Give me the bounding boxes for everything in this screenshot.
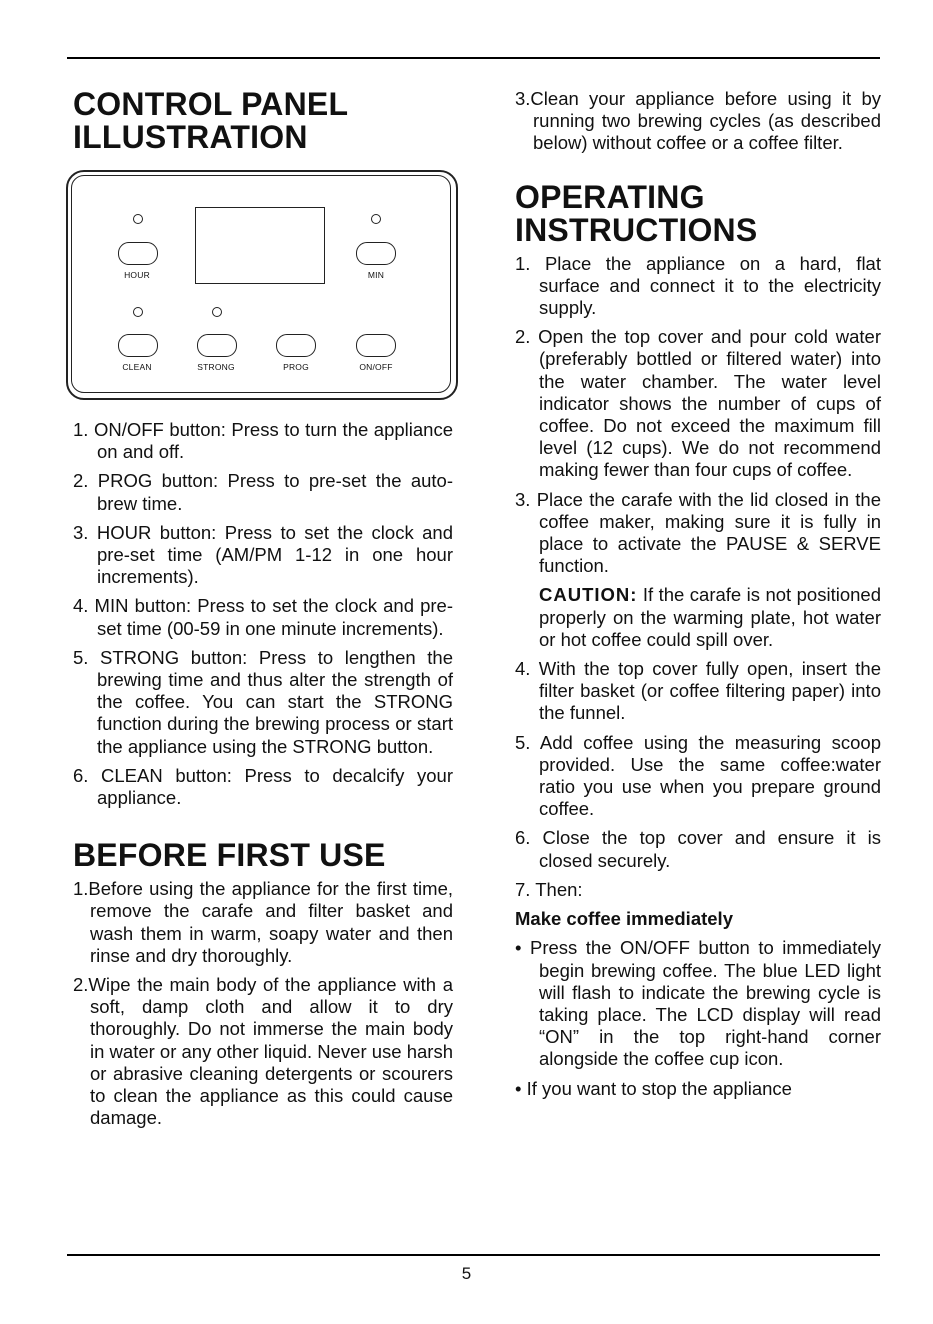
before-first-use-item: 3.Clean your appliance before using it b… [515,88,881,154]
control-item: 1. ON/OFF button: Press to turn the appl… [73,419,453,463]
operating-step: 5. Add coffee using the measuring scoop … [515,731,881,820]
control-item: 2. PROG button: Press to pre-set the aut… [73,470,453,514]
control-item: 6. CLEAN button: Press to decalcify your… [73,764,453,809]
top-rule [67,57,880,59]
before-first-use-item: 1.Before using the appliance for the fir… [73,878,453,966]
min-led-indicator [371,214,381,224]
operating-instructions-title: OPERATING INSTRUCTIONS [515,178,758,248]
hour-button [118,242,158,265]
clean-label: CLEAN [122,362,152,372]
bullet-item: • If you want to stop the appliance [515,1077,792,1099]
prog-label: PROG [283,362,309,372]
caution-text: If the carafe is not positioned properly… [539,584,881,650]
clean-button [118,334,158,357]
make-coffee-subheading: Make coffee immediately [515,908,733,930]
min-button [356,242,396,265]
before-first-use-item: 2.Wipe the main body of the appliance wi… [73,974,453,1129]
control-panel-title: CONTROL PANEL ILLUSTRATION [73,86,348,155]
strong-label: STRONG [197,362,235,372]
page-number: 5 [461,1264,472,1283]
operating-step: 2. Open the top cover and pour cold wate… [515,326,881,481]
control-item: 3. HOUR button: Press to set the clock a… [73,521,453,588]
bullet-item: • Press the ON/OFF button to immediately… [515,937,881,1070]
hour-label: HOUR [124,270,150,280]
control-item: 5. STRONG button: Press to lengthen the … [73,646,453,757]
min-label: MIN [367,270,385,280]
operating-step: 1. Place the appliance on a hard, flat s… [515,252,881,319]
clean-led-indicator [133,307,143,317]
prog-button [276,334,316,357]
control-item: 4. MIN button: Press to set the clock an… [73,595,453,639]
operating-step: 3. Place the carafe with the lid closed … [515,488,881,577]
bottom-rule [67,1254,880,1256]
strong-led-indicator [212,307,222,317]
strong-button [197,334,237,357]
caution-note: CAUTION: If the carafe is not positioned… [515,584,881,651]
left-column: CONTROL PANEL ILLUSTRATION HOUR MIN CLEA… [66,86,458,1136]
right-column: 3.Clean your appliance before using it b… [515,88,881,1107]
onoff-label: ON/OFF [359,362,393,372]
operating-step: 6. Close the top cover and ensure it is … [515,827,881,871]
hour-led-indicator [133,214,143,224]
operating-step-7: 7. Then: [515,878,583,900]
panel-inner-frame [71,175,451,393]
caution-label: CAUTION: [539,584,638,606]
before-first-use-title: BEFORE FIRST USE [73,837,386,874]
lcd-display [195,207,325,284]
onoff-button [356,334,396,357]
operating-step: 4. With the top cover fully open, insert… [515,658,881,724]
control-panel-illustration: HOUR MIN CLEAN STRONG PROG ON/OFF [66,170,458,400]
panel-outer-frame [66,170,458,400]
